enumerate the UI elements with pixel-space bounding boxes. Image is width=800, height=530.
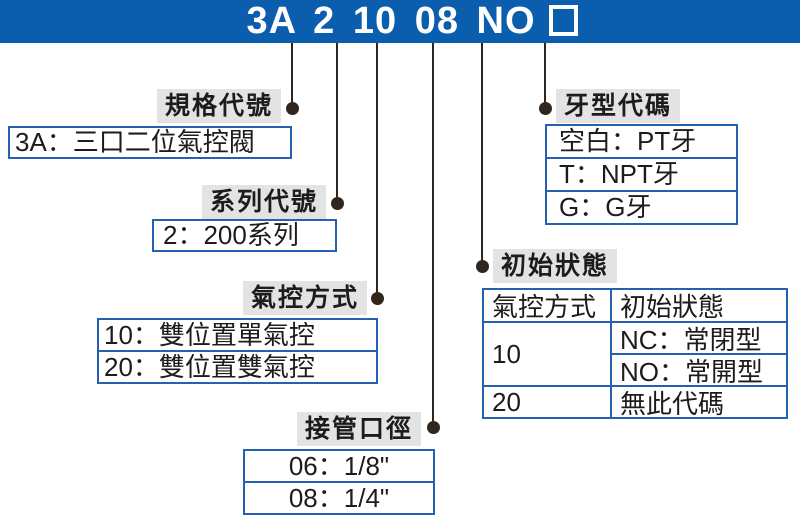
model-code-bar: 3A 2 10 08 NO [0,0,800,43]
table-cell-code-10: 10 [484,321,610,385]
series-code-box: 2：200系列 [152,219,337,252]
thread-code-option: T：NPT牙 [547,157,736,190]
placeholder-square-icon [548,5,578,36]
label-series-code: 系列代號 [201,185,326,219]
port-size-box: 06：1/8" 08：1/4" [243,449,435,515]
table-cell-code-20: 20 [484,385,610,417]
spec-code-box: 3A：三口二位氣控閥 [8,126,292,159]
table-cell-state-no: NO：常開型 [610,353,786,387]
table-header-pilot: 氣控方式 [492,292,597,322]
pilot-type-box: 10：雙位置單氣控 20：雙位置雙氣控 [97,318,378,384]
label-thread-code: 牙型代碼 [556,89,681,123]
connector-dot-port [427,421,440,434]
connector-dot-spec [286,102,299,115]
connector-line-pilot [376,43,378,298]
thread-code-box: 空白：PT牙 T：NPT牙 G：G牙 [545,124,738,225]
connector-dot-thread [539,102,552,115]
connector-line-series [336,43,338,203]
model-code-text: 3A 2 10 08 NO [246,0,536,42]
connector-dot-series [331,197,344,210]
connector-line-initial [481,43,483,266]
connector-line-spec [291,43,293,108]
connector-dot-pilot [371,292,384,305]
label-port-size: 接管口徑 [296,412,421,446]
port-size-option: 06：1/8" [288,451,390,481]
initial-state-table: 氣控方式 初始狀態 10 NC：常閉型 NO：常開型 20 無此代碼 [482,288,788,419]
series-code-value: 2：200系列 [163,220,299,250]
connector-line-port [432,43,434,427]
connector-dot-initial [476,260,489,273]
thread-code-option: 空白：PT牙 [559,126,697,156]
pilot-type-option: 20：雙位置雙氣控 [99,350,376,382]
connector-line-thread [544,43,546,108]
pilot-type-option: 10：雙位置單氣控 [104,320,315,350]
table-cell-state-nc: NC：常閉型 [610,321,786,355]
table-header-initial: 初始狀態 [610,290,786,322]
label-pilot-type: 氣控方式 [242,281,367,315]
thread-code-option: G：G牙 [547,190,736,223]
port-size-option: 08：1/4" [245,481,433,513]
label-initial-state: 初始狀態 [493,249,618,283]
spec-code-value: 3A：三口二位氣控閥 [15,127,255,157]
label-spec-code: 規格代號 [156,89,281,123]
table-cell-state-none: 無此代碼 [610,385,786,419]
